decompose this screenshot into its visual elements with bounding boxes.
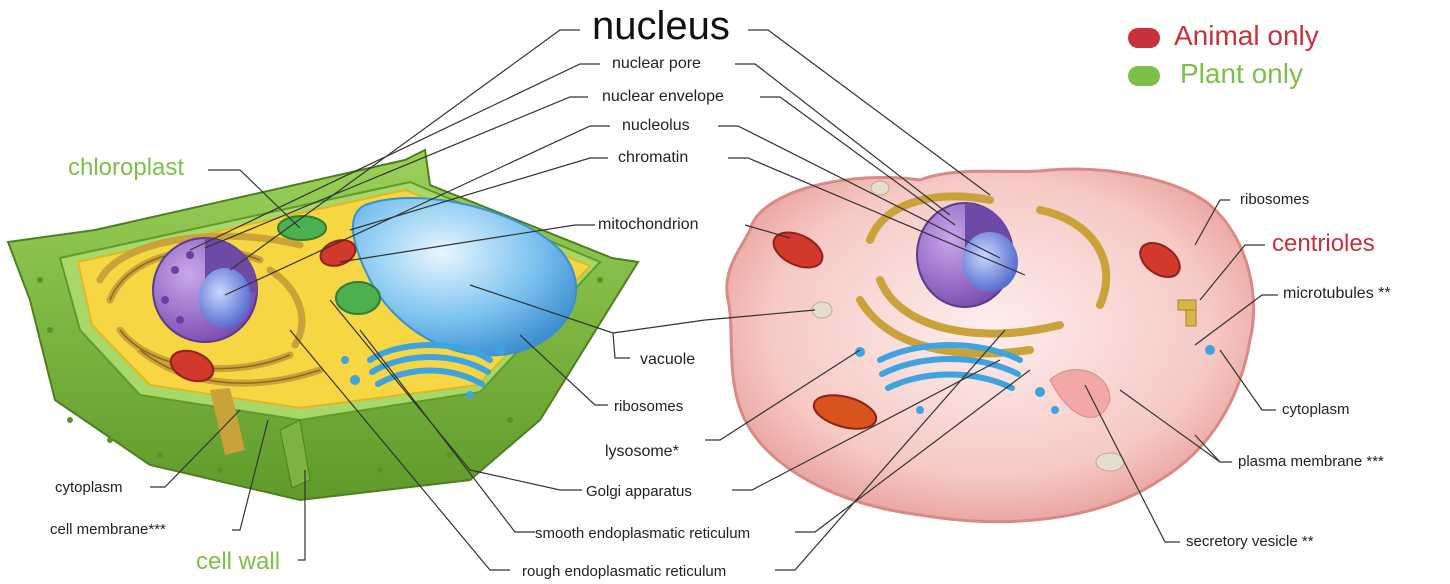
label-ribosomes-plant: ribosomes	[614, 399, 683, 414]
legend-animal-label: Animal only	[1174, 22, 1319, 50]
label-nuclear-pore: nuclear pore	[612, 56, 701, 72]
animal-cell	[727, 169, 1254, 522]
label-cytoplasm-plant: cytoplasm	[55, 480, 123, 495]
label-secretory-vesicle: secretory vesicle **	[1186, 534, 1314, 549]
label-microtubules: microtubules **	[1283, 286, 1391, 302]
legend-animal-swatch	[1128, 28, 1160, 48]
label-smooth-er: smooth endoplasmatic reticulum	[535, 526, 750, 541]
plant-chloroplast	[278, 216, 326, 240]
label-cytoplasm-animal: cytoplasm	[1282, 402, 1350, 417]
legend-plant-swatch	[1128, 66, 1160, 86]
label-nucleus: nucleus	[592, 6, 730, 46]
label-chloroplast: chloroplast	[68, 156, 184, 180]
label-vacuole: vacuole	[640, 352, 695, 368]
label-lysosome: lysosome*	[605, 444, 679, 460]
label-chromatin: chromatin	[618, 150, 688, 166]
legend-plant-label: Plant only	[1180, 60, 1303, 88]
label-rough-er: rough endoplasmatic reticulum	[522, 564, 726, 579]
label-mitochondrion: mitochondrion	[598, 217, 699, 233]
label-nucleolus: nucleolus	[622, 118, 690, 134]
label-centrioles: centrioles	[1272, 232, 1375, 256]
label-nuclear-envelope: nuclear envelope	[602, 89, 724, 105]
label-plasma-membrane: plasma membrane ***	[1238, 454, 1384, 469]
label-ribosomes-animal: ribosomes	[1240, 192, 1309, 207]
label-golgi: Golgi apparatus	[586, 484, 692, 499]
label-cell-wall: cell wall	[196, 550, 280, 574]
label-cell-membrane: cell membrane***	[50, 522, 166, 537]
